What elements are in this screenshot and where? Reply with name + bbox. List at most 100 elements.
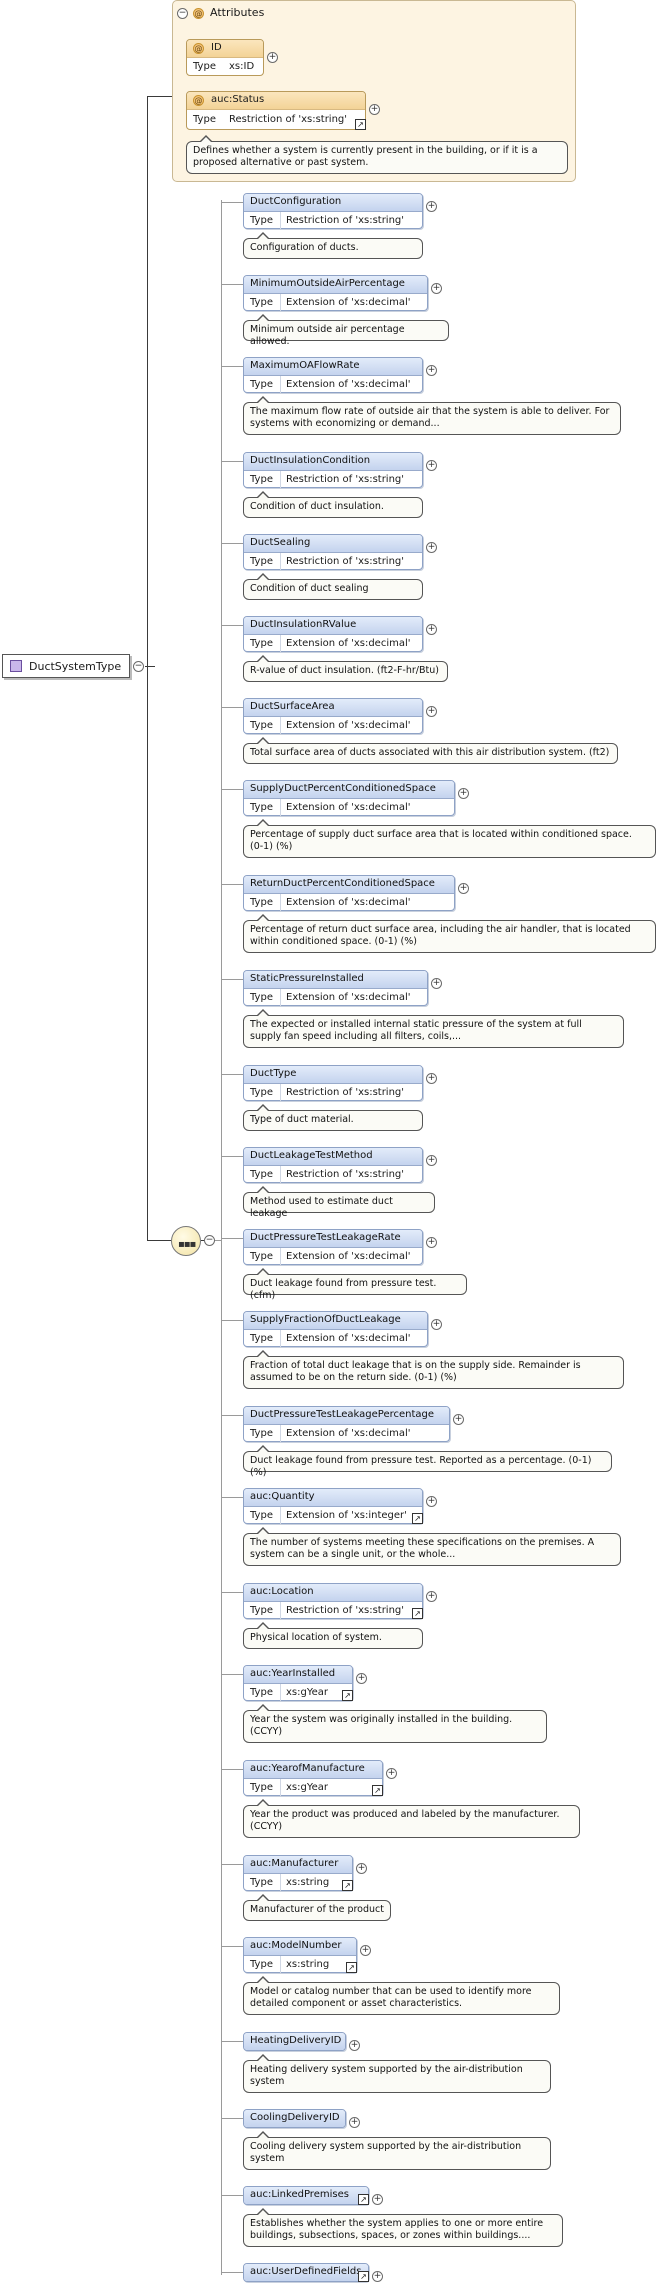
root-collapse-icon[interactable]: − bbox=[133, 661, 144, 672]
expand-icon[interactable]: + bbox=[426, 1073, 437, 1084]
link-arrow-icon[interactable]: ↗ bbox=[342, 1880, 353, 1891]
element-doc: Duct leakage found from pressure test. (… bbox=[243, 1268, 467, 1301]
element-name: DuctInsulationRValue bbox=[250, 619, 357, 630]
expand-icon[interactable]: + bbox=[426, 624, 437, 635]
element-userdefinedfields[interactable]: auc:UserDefinedFields↗ bbox=[243, 2263, 369, 2282]
expand-icon[interactable]: + bbox=[431, 1319, 442, 1330]
expand-icon[interactable]: + bbox=[372, 2194, 383, 2205]
trunk-line bbox=[147, 96, 148, 1240]
connector bbox=[145, 666, 155, 667]
sequence-icon[interactable]: ▪▪▪ bbox=[171, 1226, 201, 1256]
expand-icon[interactable]: + bbox=[372, 2271, 383, 2282]
link-arrow-icon[interactable]: ↗ bbox=[342, 1690, 353, 1701]
expand-icon[interactable]: + bbox=[426, 1155, 437, 1166]
attribute-status[interactable]: @ auc:Status Type Restriction of 'xs:str… bbox=[186, 91, 366, 130]
expand-icon[interactable]: + bbox=[356, 1673, 367, 1684]
branch-line bbox=[221, 1674, 243, 1675]
expand-icon[interactable]: + bbox=[458, 883, 469, 894]
type-label: Type bbox=[250, 1169, 273, 1180]
type-label: Type bbox=[250, 1087, 273, 1098]
children-line bbox=[221, 200, 222, 2275]
branch-line bbox=[221, 2195, 243, 2196]
type-label: Type bbox=[250, 1687, 273, 1698]
attribute-icon: @ bbox=[193, 43, 204, 54]
expand-icon[interactable]: + bbox=[349, 2040, 360, 2051]
type-value: Extension of 'xs:decimal' bbox=[286, 379, 411, 390]
expand-icon[interactable]: + bbox=[349, 2117, 360, 2128]
element-name: StaticPressureInstalled bbox=[250, 973, 364, 984]
type-value: Extension of 'xs:integer' bbox=[286, 1510, 407, 1521]
expand-icon[interactable]: + bbox=[426, 365, 437, 376]
branch-line bbox=[221, 543, 243, 544]
element-doc: Configuration of ducts. bbox=[243, 232, 423, 259]
element-linkedpremises[interactable]: auc:LinkedPremises↗ bbox=[243, 2186, 369, 2205]
link-arrow-icon[interactable]: ↗ bbox=[346, 1962, 357, 1973]
expand-icon[interactable]: + bbox=[431, 283, 442, 294]
type-value: Restriction of 'xs:string' bbox=[286, 474, 405, 485]
expand-icon[interactable]: + bbox=[426, 1591, 437, 1602]
root-type-box[interactable]: DuctSystemType bbox=[2, 654, 130, 678]
expand-icon[interactable]: + bbox=[369, 104, 380, 115]
expand-icon[interactable]: + bbox=[458, 788, 469, 799]
type-label: Type bbox=[193, 114, 216, 125]
expand-icon[interactable]: + bbox=[426, 1237, 437, 1248]
sequence-collapse-icon[interactable]: − bbox=[204, 1235, 215, 1246]
expand-icon[interactable]: + bbox=[453, 1414, 464, 1425]
element-doc: Type of duct material. bbox=[243, 1104, 423, 1131]
expand-icon[interactable]: + bbox=[426, 201, 437, 212]
type-value: Extension of 'xs:decimal' bbox=[286, 802, 411, 813]
element-coolingdeliveryid[interactable]: CoolingDeliveryID bbox=[243, 2109, 346, 2128]
type-value: xs:gYear bbox=[286, 1687, 329, 1698]
link-arrow-icon[interactable]: ↗ bbox=[358, 2271, 369, 2282]
doc-line: Duct leakage found from pressure test. (… bbox=[250, 1278, 437, 1301]
expand-icon[interactable]: + bbox=[360, 1945, 371, 1956]
attribute-id[interactable]: @ ID Type xs:ID bbox=[186, 39, 264, 76]
expand-icon[interactable]: + bbox=[267, 52, 278, 63]
branch-line bbox=[221, 1497, 243, 1498]
expand-icon[interactable]: + bbox=[426, 460, 437, 471]
link-arrow-icon[interactable]: ↗ bbox=[372, 1785, 383, 1796]
doc-line: Manufacturer of the product bbox=[250, 1904, 384, 1915]
type-value: Restriction of 'xs:string' bbox=[286, 1169, 405, 1180]
branch-line bbox=[221, 461, 243, 462]
expand-icon[interactable]: + bbox=[426, 542, 437, 553]
expand-icon[interactable]: + bbox=[386, 1768, 397, 1779]
link-arrow-icon[interactable]: ↗ bbox=[412, 1513, 423, 1524]
expand-icon[interactable]: + bbox=[426, 1496, 437, 1507]
type-label: Type bbox=[250, 992, 273, 1003]
link-arrow-icon[interactable]: ↗ bbox=[412, 1608, 423, 1619]
doc-line: Condition of duct sealing bbox=[250, 583, 369, 594]
doc-line: Minimum outside air percentage allowed. bbox=[250, 324, 405, 347]
doc-line: The expected or installed internal stati… bbox=[250, 1019, 582, 1030]
link-arrow-icon[interactable]: ↗ bbox=[355, 119, 366, 130]
expand-icon[interactable]: + bbox=[426, 706, 437, 717]
doc-line: Model or catalog number that can be used… bbox=[250, 1986, 532, 1997]
link-arrow-icon[interactable]: ↗ bbox=[358, 2194, 369, 2205]
expand-icon[interactable]: + bbox=[356, 1863, 367, 1874]
attributes-collapse-icon[interactable]: − bbox=[177, 8, 188, 19]
element-heatingdeliveryid[interactable]: HeatingDeliveryID bbox=[243, 2032, 346, 2051]
expand-icon[interactable]: + bbox=[431, 978, 442, 989]
element-doc: R-value of duct insulation. (ft2-F-hr/Bt… bbox=[243, 655, 448, 682]
